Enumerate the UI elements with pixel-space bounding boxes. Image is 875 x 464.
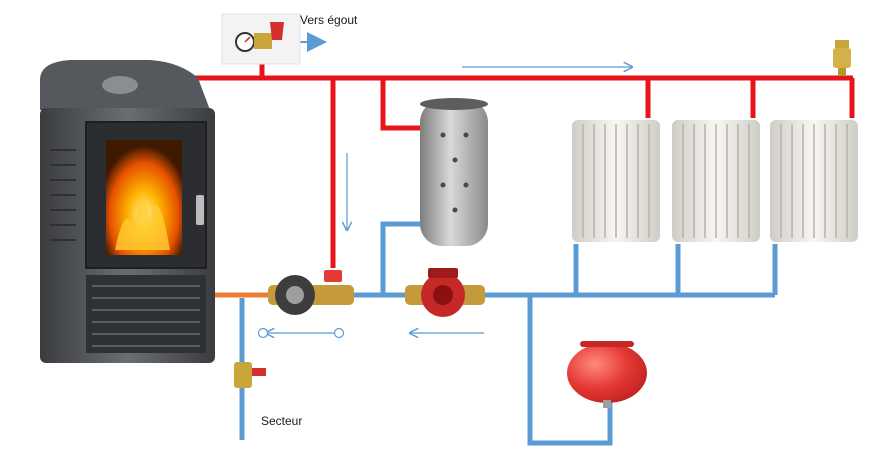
radiator-2 [672,120,760,242]
radiator-1 [572,120,660,242]
wood-stove [40,60,215,363]
stove-circulator [268,270,354,315]
fill-valve [234,362,266,388]
valve-handle-icon [324,270,342,282]
automatic-air-vent [833,40,851,76]
expansion-vessel [567,341,647,408]
tank-flow-pipe [380,78,425,131]
drain-label: Vers égout [300,13,358,27]
heating-circulator [405,268,485,317]
flow-arrows [257,67,633,339]
mains-label: Secteur [261,414,303,428]
radiator-3 [770,120,858,242]
tank-return-pipe [380,221,432,295]
flow-pipes [190,62,855,268]
door-handle [196,195,204,225]
expansion-line [527,295,613,446]
safety-valve-group [221,13,301,65]
fill-valve-handle-icon [252,368,266,376]
return-pipes [239,221,778,446]
buffer-tank [420,98,488,246]
